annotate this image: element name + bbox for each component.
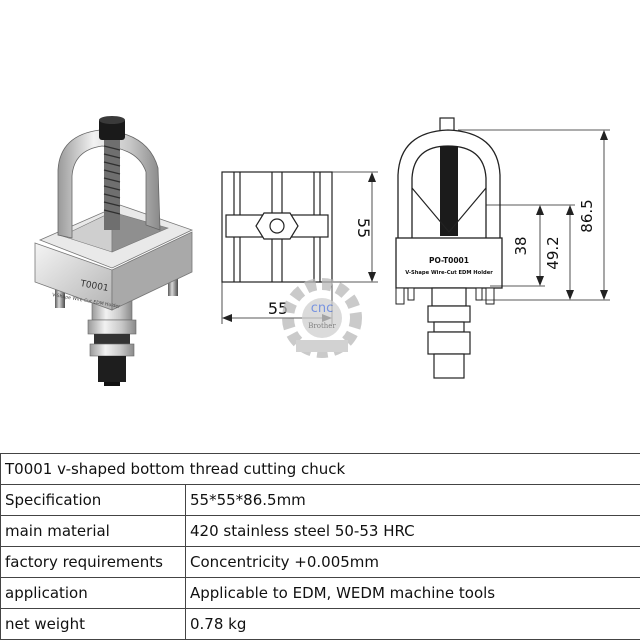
dim-49-2: 49.2: [544, 236, 562, 269]
watermark-sub: Brother: [308, 322, 336, 330]
row-label: factory requirements: [0, 546, 186, 578]
front-drawing: [221, 171, 378, 324]
side-drawing: PO-T0001 V-Shape Wire-Cut EDM Holder: [395, 117, 610, 379]
table-row: application Applicable to EDM, WEDM mach…: [0, 577, 640, 609]
table-title: T0001 v-shaped bottom thread cutting chu…: [0, 453, 640, 485]
side-model-label: PO-T0001: [429, 256, 469, 265]
dim-38: 38: [512, 236, 530, 255]
side-plate-text: V-Shape Wire-Cut EDM Holder: [405, 270, 493, 276]
product-figure: T0001 V-Shape Wire-Cut EDM Holder 55 55: [34, 116, 610, 386]
watermark-brand: cnc: [311, 301, 334, 316]
dim-front-height: 55: [354, 218, 373, 238]
watermark-logo: cnc Brother: [282, 278, 362, 358]
table-title-row: T0001 v-shaped bottom thread cutting chu…: [0, 453, 640, 485]
table-row: factory requirements Concentricity +0.00…: [0, 546, 640, 578]
row-value: 0.78 kg: [185, 608, 640, 640]
row-label: net weight: [0, 608, 186, 640]
row-value: Concentricity +0.005mm: [185, 546, 640, 578]
row-label: Specification: [0, 484, 186, 516]
row-label: main material: [0, 515, 186, 547]
row-label: application: [0, 577, 186, 609]
row-value: Applicable to EDM, WEDM machine tools: [185, 577, 640, 609]
product-photo: T0001 V-Shape Wire-Cut EDM Holder: [34, 116, 194, 386]
table-row: Specification 55*55*86.5mm: [0, 484, 640, 516]
dim-front-width: 55: [268, 299, 288, 318]
row-value: 420 stainless steel 50-53 HRC: [185, 515, 640, 547]
table-row: main material 420 stainless steel 50-53 …: [0, 515, 640, 547]
spec-table: T0001 v-shaped bottom thread cutting chu…: [0, 453, 640, 640]
table-row: net weight 0.78 kg: [0, 608, 640, 640]
dim-86-5: 86.5: [578, 199, 596, 232]
row-value: 55*55*86.5mm: [185, 484, 640, 516]
